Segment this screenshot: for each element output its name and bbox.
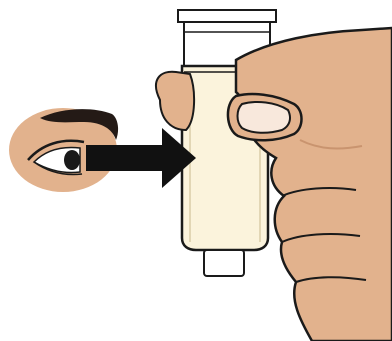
hand-palm-left xyxy=(156,72,194,130)
eye-iris xyxy=(64,150,80,170)
vial-cap-top xyxy=(178,10,276,22)
arrow-shaft xyxy=(86,145,168,171)
vial-nozzle xyxy=(204,250,244,276)
thumbnail xyxy=(238,102,291,133)
